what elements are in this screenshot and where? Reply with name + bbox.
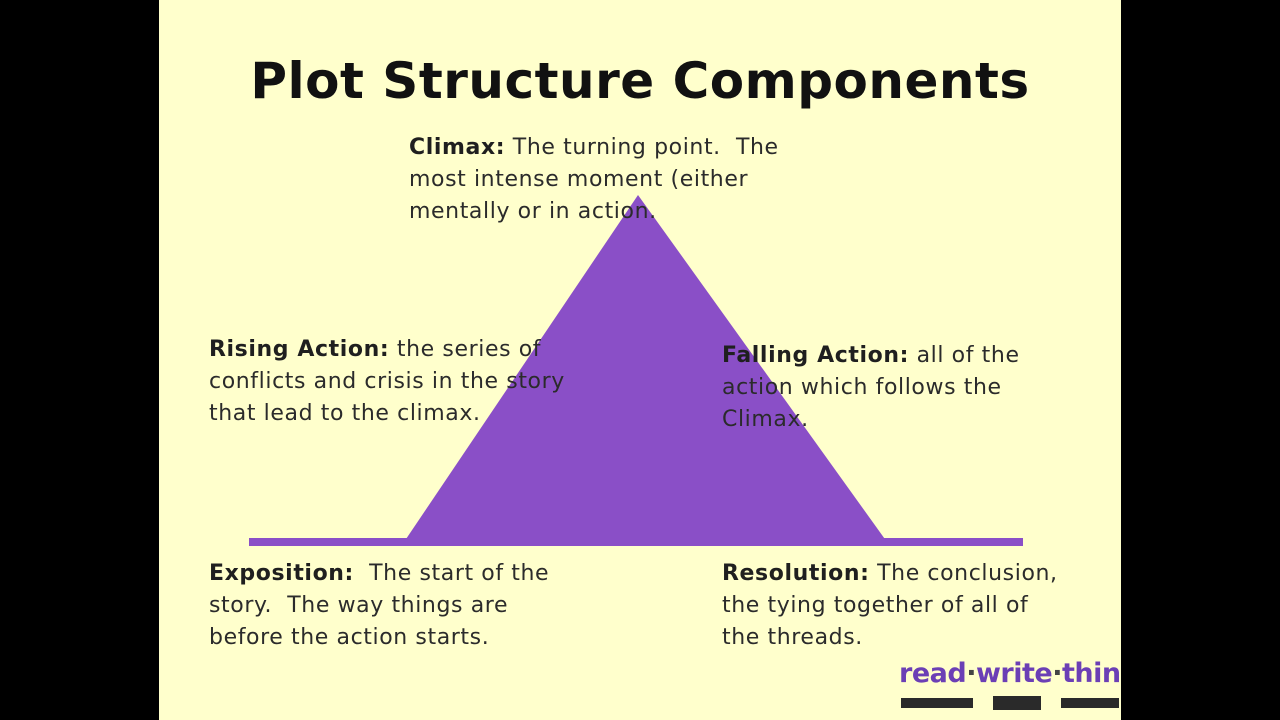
slide-title: Plot Structure Components [250,52,1030,110]
falling-action-line-1: all of the [908,343,1020,368]
climax-description: Climax: The turning point. The most inte… [409,132,869,228]
resolution-line-1: The conclusion, [869,561,1058,586]
climax-line-1: The turning point. The [505,135,779,160]
exposition-description: Exposition: The start of the story. The … [209,558,629,654]
climax-term: Climax: [409,135,506,160]
partner-logos [901,694,1119,712]
exposition-line-1: The start of the [353,561,550,586]
resolution-description: Resolution: The conclusion, the tying to… [722,558,1121,654]
exposition-term: Exposition: [209,561,354,586]
partner-logo-1-icon [901,698,973,708]
rising-action-line-1: the series of [389,337,542,362]
exposition-line-3: before the action starts. [209,625,490,650]
falling-action-line-3: Climax. [722,407,809,432]
resolution-line-2: the tying together of all of [722,593,1029,618]
partner-logo-3-icon [1061,698,1119,708]
climax-line-2: most intense moment (either [409,167,749,192]
falling-action-line-2: action which follows the [722,375,1002,400]
logo-wordmark: read·write·think [899,658,1121,689]
logo-separator-1: · [966,658,976,689]
rising-action-term: Rising Action: [209,337,390,362]
partner-logo-2-icon [993,696,1041,710]
climax-line-3: mentally or in action. [409,199,657,224]
rising-action-line-2: conflicts and crisis in the story [209,369,565,394]
logo-separator-2: · [1052,658,1062,689]
plot-triangle [404,195,887,542]
exposition-line-2: story. The way things are [209,593,509,618]
logo-word-think: think [1061,658,1121,689]
falling-action-description: Falling Action: all of the action which … [722,340,1102,436]
rising-action-description: Rising Action: the series of conflicts a… [209,334,649,430]
logo-word-write: write [975,658,1053,689]
slide: Plot Structure Components Climax: The tu… [159,0,1121,720]
logo-word-read: read [899,658,967,689]
plot-diagram [159,0,1121,720]
resolution-line-3: the threads. [722,625,863,650]
falling-action-term: Falling Action: [722,343,909,368]
readwritethink-logo: read·write·think [899,658,1121,720]
resolution-term: Resolution: [722,561,870,586]
rising-action-line-3: that lead to the climax. [209,401,481,426]
